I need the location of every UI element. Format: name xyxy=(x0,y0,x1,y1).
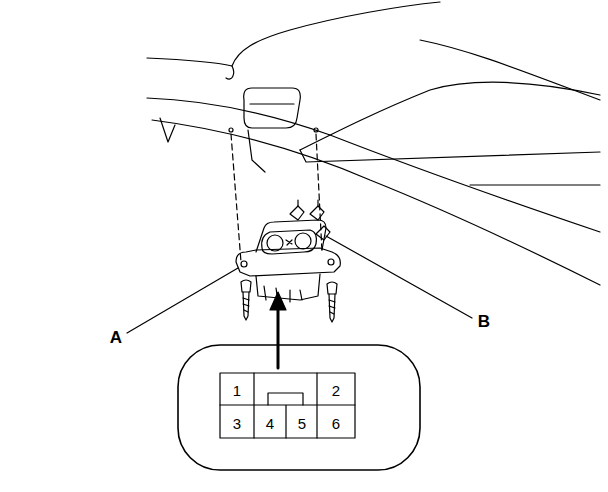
pin-number: 4 xyxy=(266,416,274,431)
part-label: A xyxy=(110,329,122,346)
part-label: B xyxy=(478,313,490,330)
pin-number: 1 xyxy=(233,383,241,398)
pin-number: 2 xyxy=(332,383,340,398)
pin-number: 3 xyxy=(233,416,241,431)
pin-number: 5 xyxy=(298,416,306,431)
pin-number: 6 xyxy=(332,416,340,431)
